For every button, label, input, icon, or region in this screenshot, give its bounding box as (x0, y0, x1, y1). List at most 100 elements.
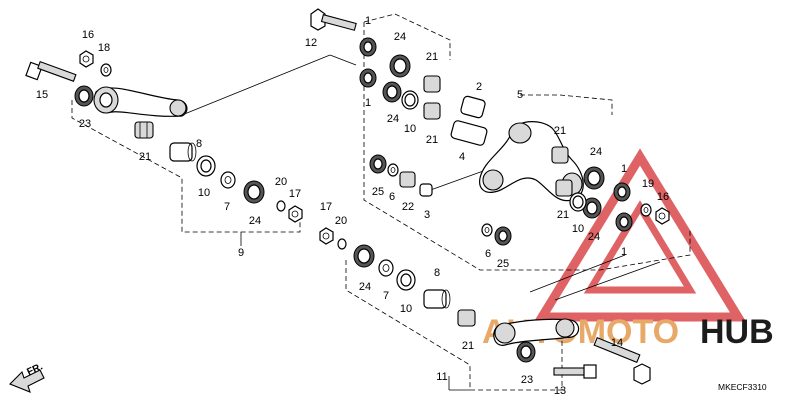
callout-4: 4 (459, 151, 465, 163)
part-1-seal-right-a (613, 182, 631, 202)
part-1-seal-lower (359, 68, 377, 88)
group-5-right-outline (520, 94, 613, 115)
part-12-bolt (310, 8, 357, 31)
part-25-seal-upper (369, 154, 387, 174)
part-10-ring-lower (396, 269, 416, 291)
diagram-code: MKECF3310 (718, 382, 767, 392)
part-4-collar (450, 120, 488, 146)
callout-17: 17 (289, 188, 301, 200)
callout-6: 6 (485, 248, 491, 260)
callout-16: 16 (82, 29, 94, 41)
part-13-bolt (553, 364, 597, 379)
part-20-washer-lower (337, 238, 347, 250)
callout-1: 1 (621, 246, 627, 258)
part-23-seal-left (74, 85, 94, 107)
part-17-nut-lower (319, 227, 334, 245)
part-21-bearing-top-b (423, 102, 441, 120)
part-14-bolt (593, 336, 651, 385)
part-17-nut-left (288, 205, 303, 223)
leader-lines (181, 54, 661, 391)
part-24-seal-top (389, 54, 411, 78)
callout-7: 7 (224, 201, 230, 213)
part-24-seal-lower (353, 244, 375, 268)
callout-2: 2 (476, 81, 482, 93)
callout-12: 12 (305, 37, 317, 49)
callout-23: 23 (79, 118, 91, 130)
callout-21: 21 (462, 340, 474, 352)
part-18-washer (100, 63, 112, 77)
callout-1: 1 (621, 163, 627, 175)
callout-24: 24 (588, 231, 600, 243)
callout-15: 15 (36, 89, 48, 101)
part-21-bearing-centre-b (555, 179, 573, 197)
group-5-outline (363, 22, 691, 271)
part-24-seal-left (243, 180, 265, 204)
callout-25: 25 (497, 258, 509, 270)
callout-17: 17 (320, 201, 332, 213)
part-8-collar-left (169, 142, 197, 162)
callout-24: 24 (590, 146, 602, 158)
callout-24: 24 (249, 215, 261, 227)
part-21-bearing-left (134, 121, 154, 139)
part-21-bearing-lower (457, 309, 476, 327)
part-11-link-arm (493, 318, 580, 346)
part-6-washer-upper (387, 163, 399, 177)
callout-14: 14 (611, 337, 623, 349)
part-1-seal-top (359, 37, 377, 57)
part-15-bolt (25, 60, 77, 82)
callout-19: 19 (642, 178, 654, 190)
part-23-seal-lower (516, 341, 536, 363)
part-10-ring-centre (569, 192, 587, 212)
part-24-seal-mid (382, 81, 402, 103)
callout-10: 10 (572, 223, 584, 235)
callout-10: 10 (198, 187, 210, 199)
watermark-triangle (533, 148, 747, 322)
callout-20: 20 (275, 176, 287, 188)
callout-11: 11 (436, 371, 447, 383)
callout-10: 10 (404, 123, 416, 135)
part-2-collar (460, 95, 486, 119)
callout-labels: 16 18 15 23 21 8 10 7 24 20 17 9 12 1 1 … (36, 15, 669, 397)
callout-8: 8 (196, 138, 202, 150)
group-5-top-outline (363, 13, 451, 60)
watermark-inner-triangle (583, 200, 697, 294)
front-arrow-icon (9, 369, 45, 393)
callout-1: 1 (365, 97, 371, 109)
part-21-bearing-top-a (423, 75, 441, 93)
part-20-washer-left (276, 200, 286, 212)
part-21-bearing-centre-a (551, 146, 569, 164)
callout-20: 20 (335, 215, 347, 227)
callout-21: 21 (426, 134, 438, 146)
callout-25: 25 (372, 186, 384, 198)
part-10-ring-left (196, 155, 216, 177)
part-7-washer-left (220, 171, 236, 189)
callout-22: 22 (402, 201, 414, 213)
callout-24: 24 (387, 113, 399, 125)
callout-8: 8 (434, 267, 440, 279)
callout-6: 6 (389, 191, 395, 203)
callout-24: 24 (394, 31, 406, 43)
part-1-seal-right-b (615, 212, 633, 232)
callout-16: 16 (657, 191, 669, 203)
callout-7: 7 (383, 290, 389, 302)
part-25-seal-lower (494, 226, 512, 246)
part-19-washer (640, 203, 652, 217)
part-3-pin (419, 183, 433, 197)
part-8-collar-lower (423, 289, 451, 309)
part-16-nut-left (79, 50, 94, 68)
callout-3: 3 (424, 209, 430, 221)
callout-21: 21 (557, 209, 569, 221)
part-24-seal-centre-a (583, 166, 605, 190)
part-24-seal-centre-b (582, 197, 602, 219)
callout-13: 13 (554, 385, 566, 397)
callout-18: 18 (98, 42, 110, 54)
group-9-outline (71, 100, 301, 233)
callout-21: 21 (139, 151, 151, 163)
callout-21: 21 (554, 125, 566, 137)
callout-24: 24 (359, 281, 371, 293)
part-9-link-arm (93, 86, 188, 117)
part-7-washer-lower (378, 259, 394, 277)
part-10-ring-top (401, 90, 419, 110)
group-11-outline (345, 260, 563, 391)
